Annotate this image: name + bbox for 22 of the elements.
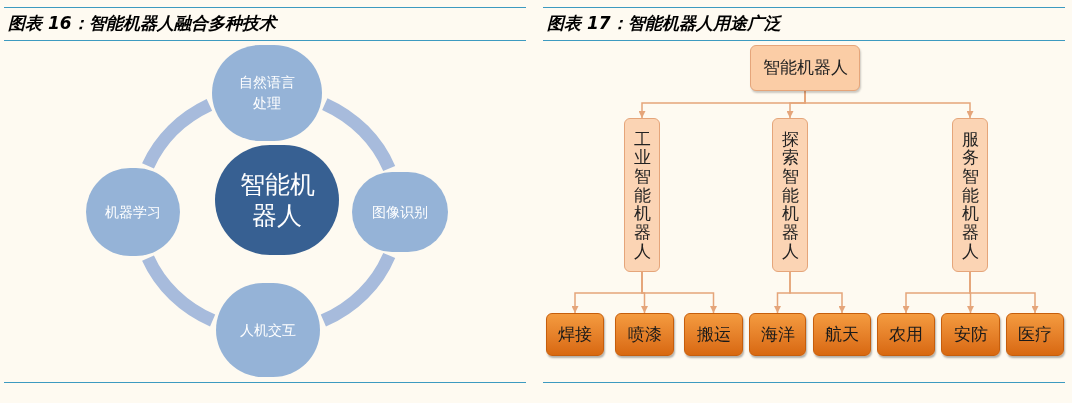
ring-connector — [142, 255, 216, 327]
arrow — [641, 271, 717, 314]
ring-connector — [320, 252, 395, 327]
application-box: 航天 — [813, 313, 871, 356]
category-box: 工业智能机器人 — [624, 118, 660, 272]
arrow — [969, 271, 1039, 314]
figure-title: 图表 17：智能机器人用途广泛 — [547, 12, 781, 35]
application-box: 农用 — [877, 313, 935, 356]
figure-title: 图表 16：智能机器人融合多种技术 — [8, 12, 276, 35]
ring-connector — [321, 98, 395, 172]
application-box: 搬运 — [684, 313, 743, 356]
ring-connector — [142, 99, 213, 169]
root-box: 智能机器人 — [750, 45, 860, 91]
arrow — [804, 90, 974, 119]
application-box: 安防 — [941, 313, 1000, 356]
category-box: 服务智能机器人 — [952, 118, 988, 272]
application-box: 焊接 — [546, 313, 604, 356]
arrow — [789, 271, 846, 314]
application-box: 医疗 — [1006, 313, 1064, 356]
application-box: 喷漆 — [615, 313, 674, 356]
category-box: 探索智能机器人 — [772, 118, 808, 272]
application-box: 海洋 — [749, 313, 806, 356]
